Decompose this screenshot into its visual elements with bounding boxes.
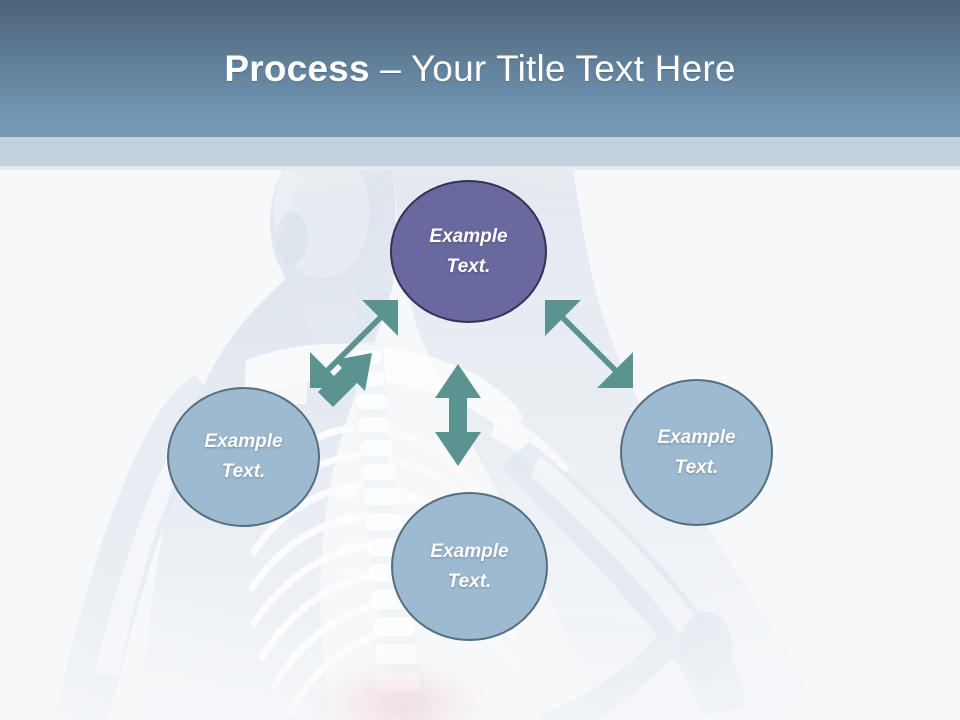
process-node-bottom-line1: Example (430, 540, 509, 562)
page-title: Process – Your Title Text Here (0, 46, 960, 92)
process-node-right[interactable]: Example Text. (620, 379, 773, 526)
header-accent-band (0, 137, 960, 166)
page-title-strong: Process (224, 48, 370, 89)
header-accent-band-edge (0, 166, 960, 170)
process-node-top[interactable]: Example Text. (390, 180, 547, 323)
page-title-separator: – (369, 48, 411, 89)
process-node-top-line2: Text. (446, 255, 491, 277)
process-node-bottom[interactable]: Example Text. (391, 492, 548, 641)
process-node-left-line1: Example (204, 431, 283, 452)
process-node-right-line1: Example (657, 426, 736, 448)
process-node-top-line1: Example (429, 225, 508, 247)
page-title-light: Your Title Text Here (410, 48, 736, 89)
process-node-bottom-line2: Text. (447, 570, 492, 592)
process-node-left-line2: Text. (221, 461, 266, 482)
header-band (0, 0, 960, 137)
process-node-right-line2: Text. (674, 456, 719, 478)
process-node-left[interactable]: Example Text. (167, 387, 320, 527)
